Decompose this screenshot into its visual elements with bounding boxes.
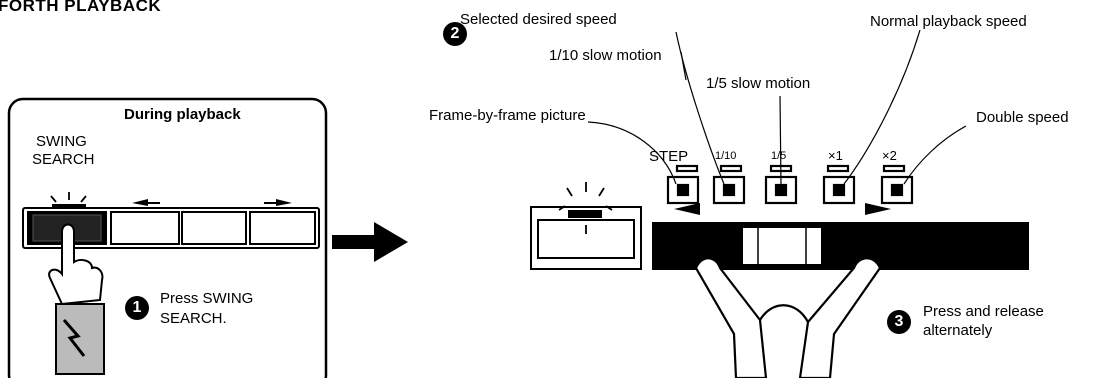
label-slow-5: 1/5 slow motion xyxy=(706,75,811,92)
step-3-text-line2: alternately xyxy=(923,322,993,339)
hand-icon xyxy=(694,257,882,378)
step-2-badge: 2 xyxy=(443,22,467,46)
hand-icon xyxy=(48,223,105,375)
speed-button-x2 xyxy=(880,164,914,205)
label-slow-10: 1/10 slow motion xyxy=(549,47,662,64)
step-2-text: Selected desired speed xyxy=(460,11,617,28)
indicator-lamp-icon xyxy=(50,192,87,203)
swing-label-line1: SWING xyxy=(36,133,87,150)
button-label-x1: ×1 xyxy=(828,148,843,163)
speed-button-row xyxy=(666,164,914,205)
left-triangle-icon xyxy=(674,203,700,215)
leader-lines xyxy=(587,29,967,187)
label-normal: Normal playback speed xyxy=(870,13,1027,30)
speed-button-1-10 xyxy=(712,164,746,205)
left-triangle-icon xyxy=(132,199,148,206)
flow-arrow-icon xyxy=(332,222,408,262)
button-label-1-10: 1/10 xyxy=(715,150,737,162)
button-label-step: STEP xyxy=(649,148,689,165)
label-double: Double speed xyxy=(976,109,1069,126)
step-1-badge: 1 xyxy=(125,296,149,320)
label-frame: Frame-by-frame picture xyxy=(429,107,586,124)
right-triangle-icon xyxy=(276,199,292,206)
swing-label-line2: SEARCH xyxy=(32,151,95,168)
step-3-text-line1: Press and release xyxy=(923,303,1044,320)
page-title: FORTH PLAYBACK xyxy=(0,0,162,15)
step-1-text-line1: Press SWING xyxy=(160,290,254,307)
transport-strip xyxy=(22,207,320,249)
speed-button-step xyxy=(666,164,700,205)
button-label-x2: ×2 xyxy=(882,148,897,163)
speed-button-x1 xyxy=(822,164,856,205)
during-playback-panel xyxy=(7,97,328,378)
lamp-flash-icon xyxy=(558,182,613,234)
swing-search-mini xyxy=(530,206,642,270)
button-label-1-5: 1/5 xyxy=(771,150,787,162)
step-3-badge: 3 xyxy=(887,310,911,334)
panel-header: During playback xyxy=(124,106,241,123)
step-1-text-line2: SEARCH. xyxy=(160,310,227,327)
right-triangle-icon xyxy=(865,203,891,215)
